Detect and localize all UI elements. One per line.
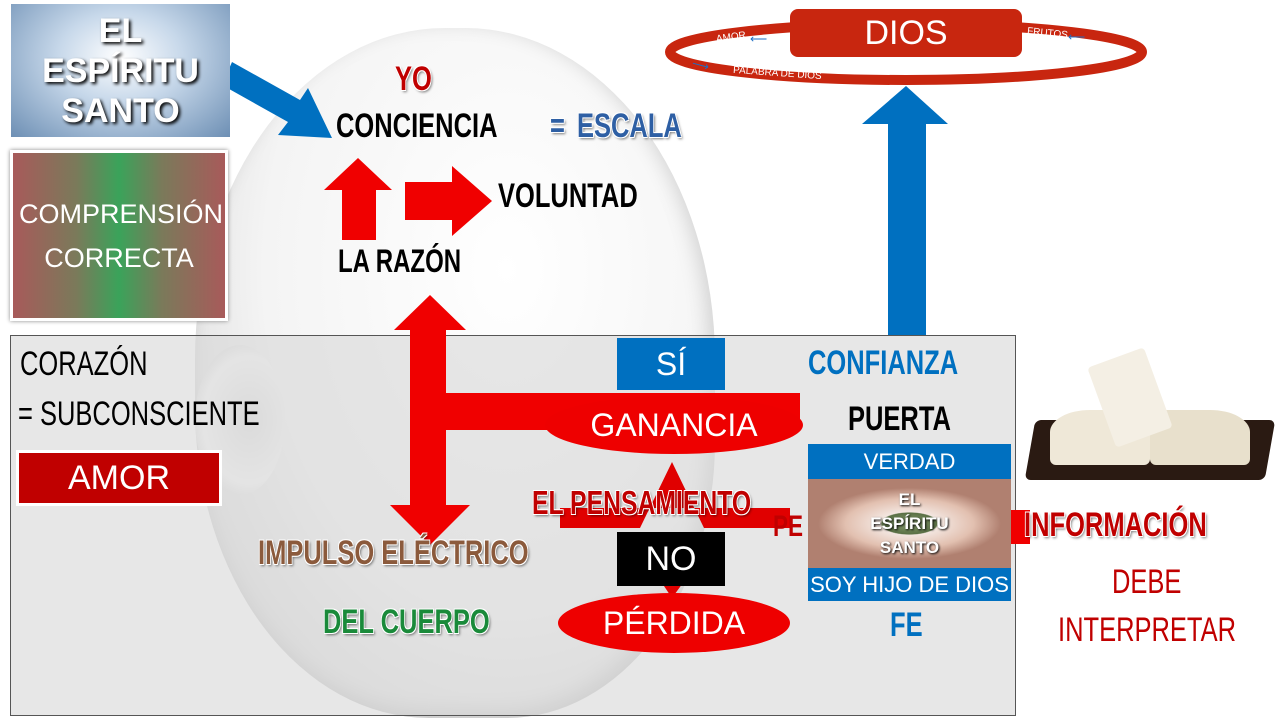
informacion-label: INFORMACIÓN <box>1024 506 1207 544</box>
debe-label: DEBE <box>1112 563 1182 601</box>
razon-label: LA RAZÓN <box>338 243 462 279</box>
no-box: NO <box>617 532 725 586</box>
eye-image: EL ESPÍRITU SANTO <box>808 479 1011 568</box>
blue-small-arrow-icon: ⟵ <box>1068 30 1086 44</box>
soy-hijo-bar: SOY HIJO DE DIOS <box>808 568 1011 601</box>
comprension-box: COMPRENSIÓN CORRECTA <box>10 150 228 321</box>
cuerpo-label: DEL CUERPO <box>323 603 490 641</box>
conciencia-label: CONCIENCIA <box>336 107 498 145</box>
blue-small-arrow-icon: ⟵ <box>750 32 768 46</box>
fe-label: FE <box>890 606 923 644</box>
red-arrow-right-voluntad <box>405 166 492 236</box>
interpretar-label: INTERPRETAR <box>1058 611 1237 649</box>
amor-box: AMOR <box>16 450 222 506</box>
impulso-label: IMPULSO ELÉCTRICO <box>258 534 529 572</box>
red-arrow-up-ganancia <box>560 462 790 528</box>
pe-fragment: PE <box>773 510 804 543</box>
corazon-label: CORAZÓN <box>20 345 148 383</box>
pensamiento-label: EL PENSAMIENTO <box>532 484 752 521</box>
comprension-label: COMPRENSIÓN CORRECTA <box>19 198 224 273</box>
yo-label: YO <box>395 60 432 98</box>
espiritu-santo-image: EL ESPÍRITU SANTO <box>11 4 230 137</box>
blue-arrow-up <box>862 86 948 335</box>
escala-label: ESCALA <box>577 107 682 145</box>
ganancia-ellipse: GANANCIA <box>545 396 803 454</box>
perdida-ellipse: PÉRDIDA <box>558 593 790 653</box>
equals-sign: = <box>550 107 565 145</box>
verdad-bar: VERDAD <box>808 444 1011 479</box>
puerta-label: PUERTA <box>848 400 951 438</box>
si-box: SÍ <box>617 338 725 390</box>
blue-arrow-spirit <box>222 62 332 138</box>
subconsciente-label: = SUBCONSCIENTE <box>18 395 260 433</box>
bible-icon <box>1024 347 1276 490</box>
eye-espiritu-label: EL ESPÍRITU SANTO <box>870 489 949 557</box>
red-arrow-up-razon <box>324 158 392 240</box>
espiritu-santo-label: EL ESPÍRITU SANTO <box>42 11 199 130</box>
dios-box: DIOS <box>790 9 1022 57</box>
confianza-label: CONFIANZA <box>808 344 959 382</box>
voluntad-label: VOLUNTAD <box>498 177 638 215</box>
